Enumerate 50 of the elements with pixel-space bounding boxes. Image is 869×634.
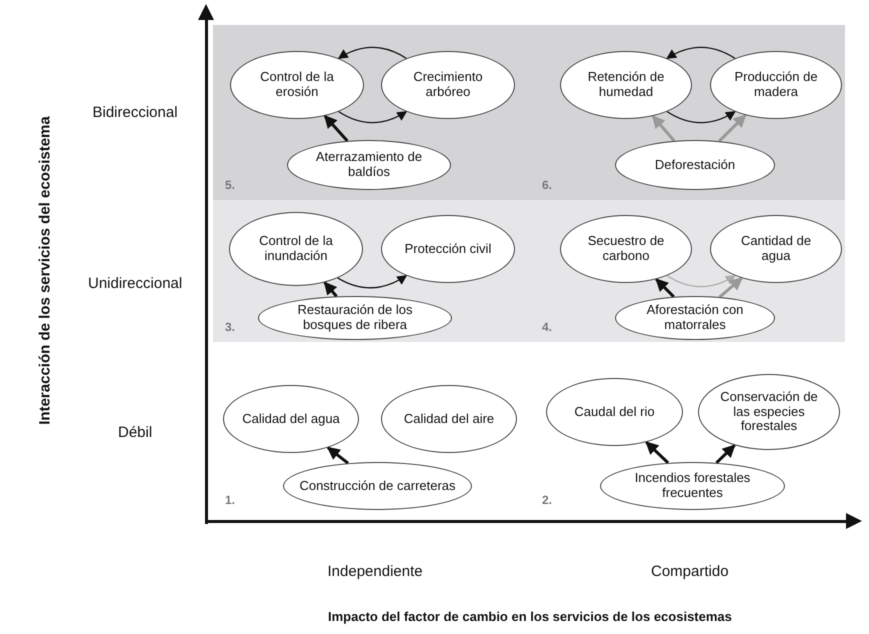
arrow xyxy=(645,441,670,464)
row-label: Unidireccional xyxy=(88,274,182,292)
arrow xyxy=(326,446,349,464)
quadrant-number: 1. xyxy=(225,493,236,507)
ellipse-node: Calidad del agua xyxy=(223,385,359,453)
arrow xyxy=(338,111,408,124)
quadrant-number: 5. xyxy=(225,178,236,192)
ellipse-node: Secuestro de carbono xyxy=(560,215,692,283)
quadrant-number: 3. xyxy=(225,320,236,334)
column-label: Compartido xyxy=(651,562,729,580)
quadrant-panel xyxy=(213,25,530,200)
ellipse-node: Construcción de carreteras xyxy=(283,462,472,510)
ellipse-node: Caudal del rio xyxy=(546,378,683,446)
ellipse-node: Control de la erosión xyxy=(230,51,364,119)
row-label: Débil xyxy=(118,424,152,440)
column-label: Independiente xyxy=(328,562,423,580)
arrow xyxy=(718,114,747,142)
row-label: Bidireccional xyxy=(92,104,178,120)
quadrant-number: 2. xyxy=(542,493,552,507)
ellipse-node: Retención de humedad xyxy=(560,51,692,119)
quadrant-number: 4. xyxy=(542,320,552,334)
arrow xyxy=(666,275,736,288)
axis-title: Interacción de los servicios del ecosistema xyxy=(36,116,54,424)
ellipse-node: Aforestación con matorrales xyxy=(615,296,775,340)
arrow xyxy=(338,46,407,59)
arrow xyxy=(715,444,736,464)
ellipse-node: Calidad del aire xyxy=(381,385,517,453)
ellipse-node: Producción de madera xyxy=(710,51,842,119)
arrow xyxy=(718,276,743,298)
arrow xyxy=(666,46,736,59)
ellipse-node: Restauración de los bosques de ribera xyxy=(258,296,452,340)
ellipse-node: Cantidad de agua xyxy=(710,215,842,283)
axis-title: Impacto del factor de cambio en los servicios de los ecosistemas xyxy=(328,608,732,624)
ellipse-node: Incendios forestales frecuentes xyxy=(600,462,785,510)
arrow xyxy=(655,278,675,298)
quadrant-panel xyxy=(213,200,530,342)
ellipse-node: Aterrazamiento de baldíos xyxy=(287,140,451,190)
ellipse-node: Control de la inundación xyxy=(229,212,363,286)
arrow xyxy=(652,115,676,142)
quadrant-panel xyxy=(530,25,845,200)
ellipse-node: Conservación de las especies forestales xyxy=(698,374,840,450)
arrow xyxy=(324,114,348,142)
arrow xyxy=(337,275,408,288)
ellipse-node: Crecimiento arbóreo xyxy=(381,51,515,119)
quadrant-panel xyxy=(530,200,845,342)
arrow xyxy=(666,111,736,124)
arrow xyxy=(323,281,338,298)
ellipse-node: Protección civil xyxy=(381,215,515,283)
ellipse-node: Deforestación xyxy=(615,140,775,190)
quadrant-number: 6. xyxy=(542,178,552,192)
